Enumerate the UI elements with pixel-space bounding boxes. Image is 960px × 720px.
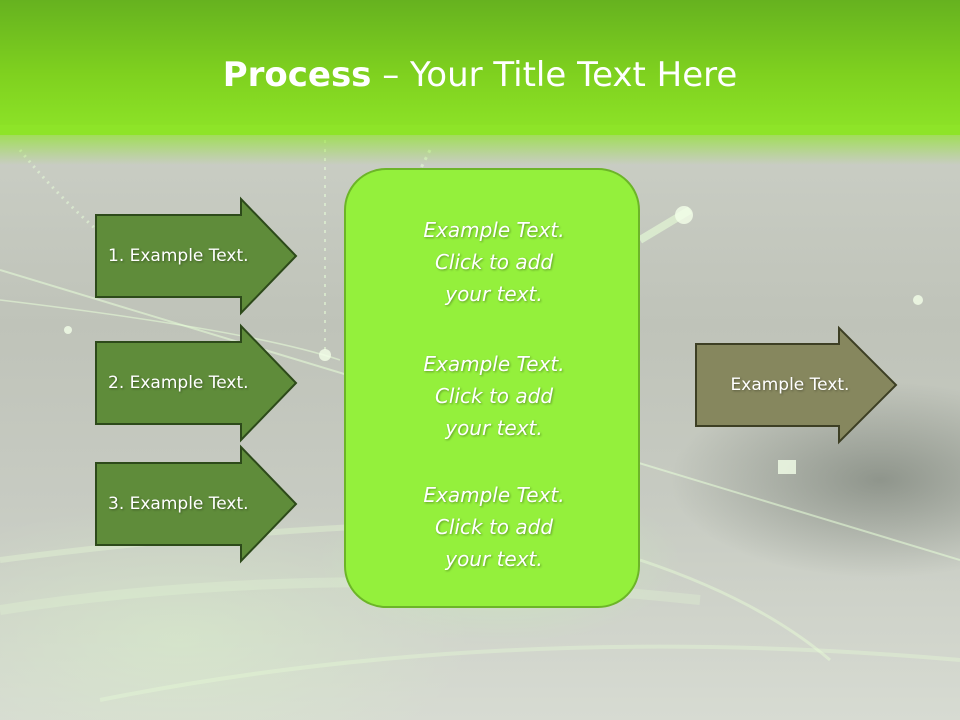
left-arrow-1-label: 1. Example Text. xyxy=(108,246,249,266)
right-arrow-shape xyxy=(695,325,898,445)
title-rest: – Your Title Text Here xyxy=(371,55,738,95)
title-bold: Process xyxy=(222,55,372,95)
right-arrow-label: Example Text. xyxy=(730,375,850,395)
right-arrow[interactable]: Example Text. xyxy=(695,325,898,445)
center-text-3[interactable]: Example Text. Click to add your text. xyxy=(423,483,565,571)
left-arrow-3-shape xyxy=(95,444,298,564)
left-arrow-1-shape xyxy=(95,196,298,316)
left-arrow-3-label: 3. Example Text. xyxy=(108,494,249,514)
center-text-1[interactable]: Example Text. Click to add your text. xyxy=(423,218,565,306)
center-text-2[interactable]: Example Text. Click to add your text. xyxy=(423,352,565,440)
title-banner-fade xyxy=(0,125,960,165)
left-arrow-2-label: 2. Example Text. xyxy=(108,373,249,393)
left-arrow-1[interactable]: 1. Example Text. xyxy=(95,196,298,316)
slide-title: Process – Your Title Text Here xyxy=(0,50,960,100)
left-arrow-2-shape xyxy=(95,323,298,443)
center-content-box[interactable]: Example Text. Click to add your text. Ex… xyxy=(344,168,640,608)
left-arrow-2[interactable]: 2. Example Text. xyxy=(95,323,298,443)
left-arrow-3[interactable]: 3. Example Text. xyxy=(95,444,298,564)
title-banner xyxy=(0,0,960,135)
